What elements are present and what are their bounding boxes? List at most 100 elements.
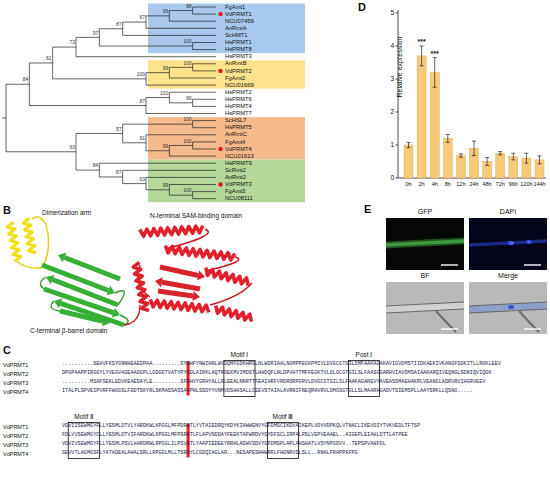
alpha-helix (133, 262, 149, 310)
panel-letter: E (364, 203, 371, 216)
error-bar (500, 152, 501, 155)
axis-label: 24h (469, 181, 478, 187)
leaf-label: NCU07459 (225, 18, 254, 25)
axis-tick: 4 (390, 42, 394, 49)
micrograph-panel: BF (386, 272, 464, 334)
tree-branch (146, 85, 216, 86)
leaf-label: HsPRMT3 (225, 53, 252, 60)
bootstrap-value: 99 (163, 9, 169, 15)
tree-branch (123, 124, 193, 125)
highlight-dot (218, 12, 222, 16)
sequence-name: VdPRMT2 (3, 371, 28, 377)
axis-label: 4h (432, 181, 438, 187)
domain-label: N-terminal SAM-binding domain (150, 212, 242, 219)
error-bar (538, 155, 542, 156)
panel-letter: D (358, 1, 366, 14)
bootstrap-value: 99 (186, 96, 192, 102)
bar (496, 153, 505, 178)
nucleus (527, 240, 532, 244)
hypha-wall (386, 302, 464, 306)
sequence-row: ..........SEHVFKSYGNNHEAEDPAA.........SY… (62, 362, 501, 368)
protein-structure (0, 205, 270, 345)
tree-branch (193, 14, 216, 15)
error-bar (539, 156, 540, 164)
error-bar (408, 142, 409, 147)
clade-band: AnRmtBVdPRMT2FgAmt2NCU01669 (148, 60, 305, 88)
bootstrap-value: 67 (139, 15, 145, 21)
leaf-label: HsPRMT7 (225, 110, 252, 117)
axis-label: 96h (509, 181, 518, 187)
tree-branch (123, 183, 146, 184)
tree-branch (146, 113, 216, 114)
axis-tick: 2 (390, 108, 394, 115)
error-bar (526, 153, 527, 163)
tree-branch (123, 35, 216, 36)
alpha-helix (7, 222, 20, 261)
leaf-label: VdPRMT4 (225, 146, 252, 153)
hypha-wall (469, 309, 547, 313)
bootstrap-value: 87 (116, 170, 122, 176)
scale-bar (524, 264, 541, 265)
bar (443, 138, 452, 178)
tree-branch (99, 163, 216, 164)
tree-branch (146, 72, 169, 73)
tree-branch (169, 21, 216, 22)
bootstrap-value: 87 (116, 22, 122, 28)
leaf-label: HsPRMT9 (225, 160, 252, 167)
leaf-label: AnRmtA (225, 25, 247, 32)
tree-branch (99, 176, 122, 177)
tree-branch (76, 37, 99, 38)
axis-tick-mark (396, 112, 399, 113)
leaf-label: VdPRMT2 (225, 68, 252, 75)
bootstrap-value: 98 (186, 4, 192, 10)
error-bar (446, 142, 450, 143)
bootstrap-value: 84 (93, 163, 99, 169)
axis-tick: 0 (390, 174, 394, 181)
error-bar (472, 155, 476, 156)
tree-branch (169, 156, 216, 157)
axis-title: Relative expression (395, 37, 403, 98)
panel-title: BF (386, 272, 464, 280)
tree-branch (123, 142, 146, 143)
hypha-wall (386, 309, 464, 313)
error-bar (485, 157, 489, 158)
micrograph-image (386, 218, 464, 270)
beta-strand-head (102, 317, 110, 327)
error-bar (511, 159, 515, 160)
bootstrap-value: 100 (183, 139, 191, 145)
bootstrap-value: 73 (69, 40, 75, 46)
error-bar (487, 158, 488, 166)
axis-label: 144h (533, 181, 545, 187)
micrograph-panel: GFP (386, 208, 464, 270)
axis-tick: 1 (390, 141, 394, 148)
leaf-label: HsPRMT8 (225, 46, 252, 53)
bootstrap-value: 63 (69, 145, 75, 151)
sequence-name: VdPRMT4 (3, 389, 28, 395)
tree-branch (169, 67, 192, 68)
alpha-helix (206, 268, 248, 286)
axis-label: 0h (405, 181, 411, 187)
clade-band-fill (148, 60, 305, 88)
leaf-label: HsPRMT5 (225, 124, 252, 131)
error-bar (498, 154, 502, 155)
bootstrap-value: 100 (137, 72, 145, 78)
alpha-helix (165, 246, 235, 261)
beta-strand-head (54, 299, 62, 308)
error-bar (474, 141, 475, 156)
beta-strand-head (192, 291, 200, 301)
error-bar (485, 165, 489, 166)
leaf-label: ScRmt2 (225, 167, 246, 174)
panel-title: Merge (469, 272, 547, 280)
beta-strand-head (112, 308, 120, 317)
clade-band: HsPRMT9ScRmt2AnRmt2VdPRMT3FgAmt3NCU08111 (148, 160, 305, 203)
tree-branch (146, 189, 169, 190)
tree-branch (53, 78, 146, 79)
tree-branch (146, 15, 169, 16)
sequence-row: .........MSAFSEKLEDVKEAEDAYLE.........SF… (62, 380, 485, 386)
bootstrap-value: 87 (139, 99, 145, 105)
alpha-helix (150, 300, 209, 313)
leaf-label: HsPRMT2 (225, 89, 252, 96)
tree-branch (99, 28, 122, 29)
